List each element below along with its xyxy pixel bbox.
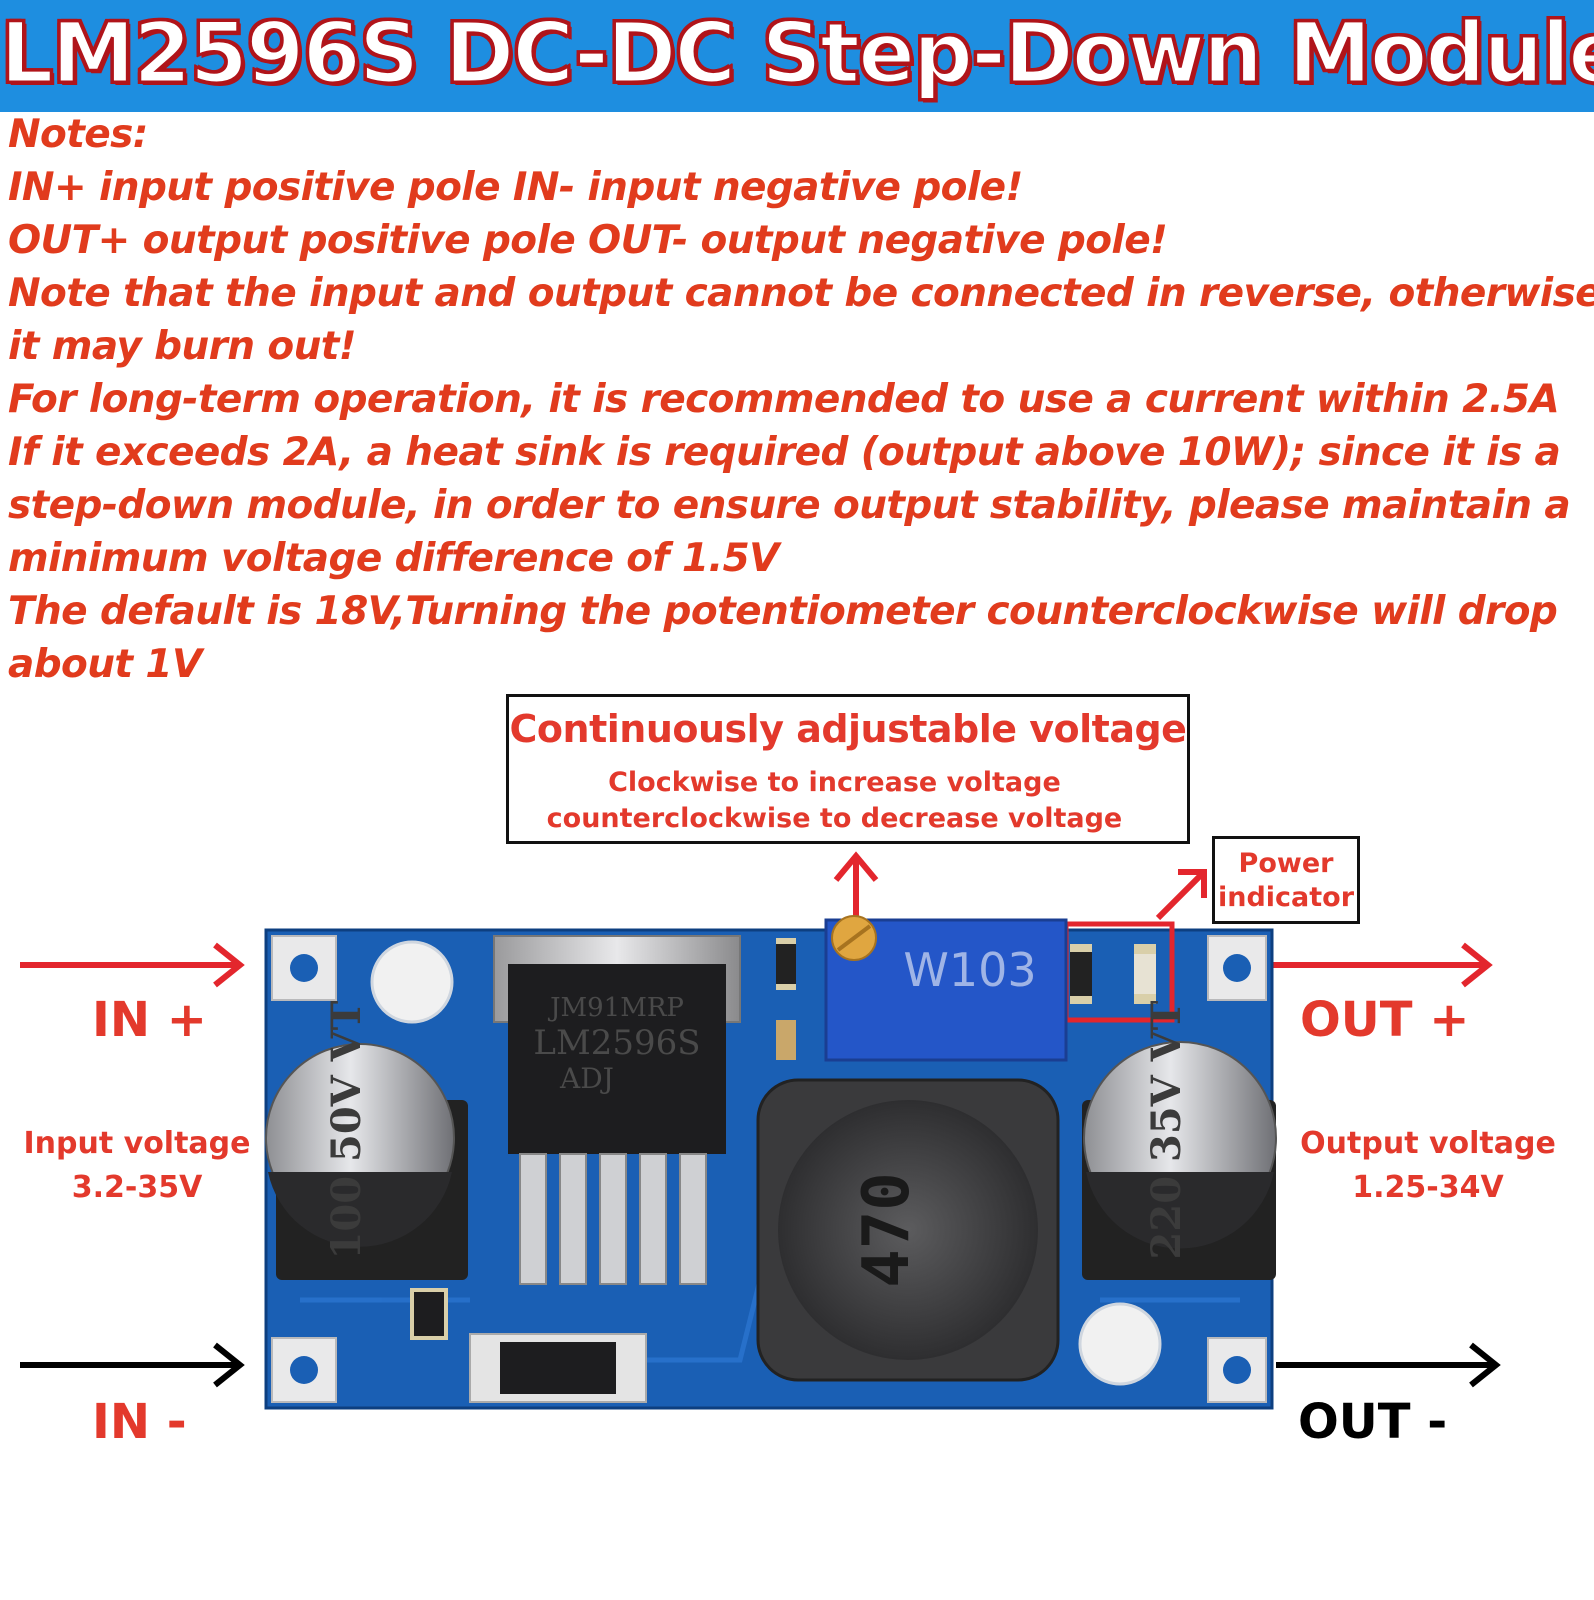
note-line: OUT+ output positive pole OUT- output ne… xyxy=(8,218,1168,263)
in-plus-label: IN + xyxy=(92,992,207,1048)
out-minus-arrow xyxy=(1276,1342,1501,1388)
note-line: it may burn out! xyxy=(8,324,357,369)
callout-heading: Continuously adjustable voltage xyxy=(509,707,1187,751)
cap-in-marking: 100 50V VT xyxy=(323,1000,370,1259)
note-line: Note that the input and output cannot be… xyxy=(8,271,1594,316)
power-indicator-callout: Power indicator xyxy=(1212,836,1360,924)
schottky-diode xyxy=(469,1333,647,1403)
page-title: LM2596S DC-DC Step-Down Module xyxy=(0,3,1594,104)
lm2596-chip: JM91MRP LM2596S ADJ xyxy=(493,935,741,1285)
mounting-hole xyxy=(1078,1302,1162,1386)
input-capacitor: 100 50V VT xyxy=(265,1000,468,1280)
notes-heading: Notes: xyxy=(8,112,148,157)
note-line: The default is 18V,Turning the potentiom… xyxy=(8,589,1558,634)
potentiometer-arrow xyxy=(833,851,879,920)
cap-out-marking: 220 35V VT xyxy=(1143,1000,1190,1259)
note-line: minimum voltage difference of 1.5V xyxy=(8,536,779,581)
chip-suffix: ADJ xyxy=(559,1062,614,1095)
inductor: 470 xyxy=(756,1078,1060,1382)
input-voltage-range: 3.2-35V xyxy=(71,1170,203,1205)
out-plus-label: OUT + xyxy=(1300,992,1470,1048)
in-minus-label: IN - xyxy=(92,1394,187,1450)
power-led-highlight xyxy=(1063,921,1175,1023)
note-line: If it exceeds 2A, a heat sink is require… xyxy=(8,430,1561,475)
power-indicator-arrow xyxy=(1155,869,1207,921)
callout-clockwise-text: Clockwise to increase voltage xyxy=(608,767,1061,798)
note-line: IN+ input positive pole IN- input negati… xyxy=(8,165,1023,210)
chip-name: LM2596S xyxy=(533,1023,700,1063)
input-voltage-label: Input voltage xyxy=(23,1126,251,1161)
mounting-hole xyxy=(370,940,454,1024)
smd-components xyxy=(410,938,1156,1340)
pcb-board xyxy=(264,928,1274,1410)
power-label-line1: Power xyxy=(1238,848,1334,879)
note-line: step-down module, in order to ensure out… xyxy=(8,483,1571,528)
output-voltage-label: Output voltage xyxy=(1300,1126,1556,1161)
potentiometer: W103 xyxy=(824,915,1068,1062)
chip-code: JM91MRP xyxy=(547,993,684,1023)
title-bar xyxy=(0,0,1594,112)
in-minus-arrow xyxy=(20,1342,245,1388)
pot-marking: W103 xyxy=(903,943,1036,997)
note-line: For long-term operation, it is recommend… xyxy=(8,377,1560,422)
inductor-marking: 470 xyxy=(850,1172,924,1288)
adjustable-voltage-callout: Continuously adjustable voltage Clockwis… xyxy=(506,694,1190,844)
output-capacitor: 220 35V VT xyxy=(1082,1000,1277,1280)
notes-block: Notes: IN+ input positive pole IN- input… xyxy=(8,108,1594,691)
power-label-line2: indicator xyxy=(1217,882,1355,913)
out-plus-arrow xyxy=(1268,942,1493,988)
out-minus-label: OUT - xyxy=(1298,1394,1448,1450)
terminal-pads xyxy=(271,935,1267,1403)
output-voltage-range: 1.25-34V xyxy=(1352,1170,1504,1205)
note-line: about 1V xyxy=(8,642,202,687)
callout-counterclockwise-text: counterclockwise to decrease voltage xyxy=(546,803,1123,834)
in-plus-arrow xyxy=(20,942,245,988)
